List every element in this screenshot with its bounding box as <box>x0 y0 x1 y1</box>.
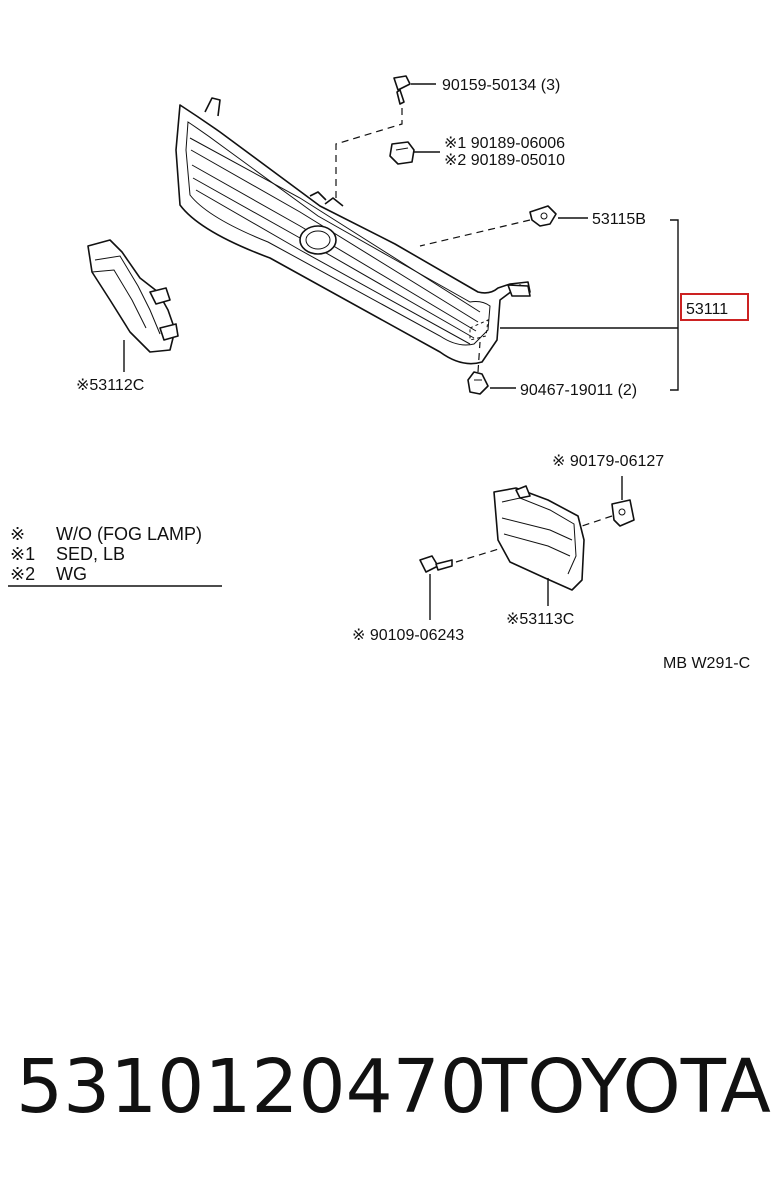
left-lamp-cover <box>87 239 179 353</box>
diagram-code: MB W291-C <box>663 655 750 672</box>
callout-clip-lower: 90467-19011 (2) <box>520 382 637 399</box>
legend-mark-0: ※ <box>10 524 25 544</box>
callout-bolt-top: 90159-50134 (3) <box>442 77 560 94</box>
footer-brand: TOYOTA <box>481 1044 771 1130</box>
grille-highlight-box <box>680 293 749 321</box>
nut-icon <box>611 499 635 527</box>
callout-screw: ※ 90109-06243 <box>352 627 464 644</box>
callout-clip-2: ※2 90189-05010 <box>444 152 565 169</box>
callout-bracket: 53115B <box>592 211 646 228</box>
legend: ※ W/O (FOG LAMP) ※1 SED, LB ※2 WG <box>8 524 222 587</box>
bracket-icon <box>529 205 557 227</box>
callout-clip-1: ※1 90189-06006 <box>444 135 565 152</box>
screw-icon <box>419 555 453 573</box>
callout-left-lamp-cover: ※53112C <box>76 377 144 394</box>
legend-text-0: W/O (FOG LAMP) <box>56 524 202 544</box>
legend-text-2: WG <box>56 564 87 584</box>
legend-mark-2: ※2 <box>10 564 35 584</box>
grille-assembly <box>175 97 531 365</box>
clip-icon <box>467 371 489 395</box>
callout-nut-right: ※ 90179-06127 <box>552 453 664 470</box>
bolt-icon <box>393 75 411 105</box>
callout-grille: 53111 <box>686 301 728 318</box>
legend-text-1: SED, LB <box>56 544 125 564</box>
footer-part-number: 5310120470 <box>16 1044 487 1130</box>
callout-right-lamp-cover: ※53113C <box>506 611 574 628</box>
legend-mark-1: ※1 <box>10 544 35 564</box>
right-lamp-cover <box>493 485 585 591</box>
clip-nut-icon <box>389 141 415 165</box>
